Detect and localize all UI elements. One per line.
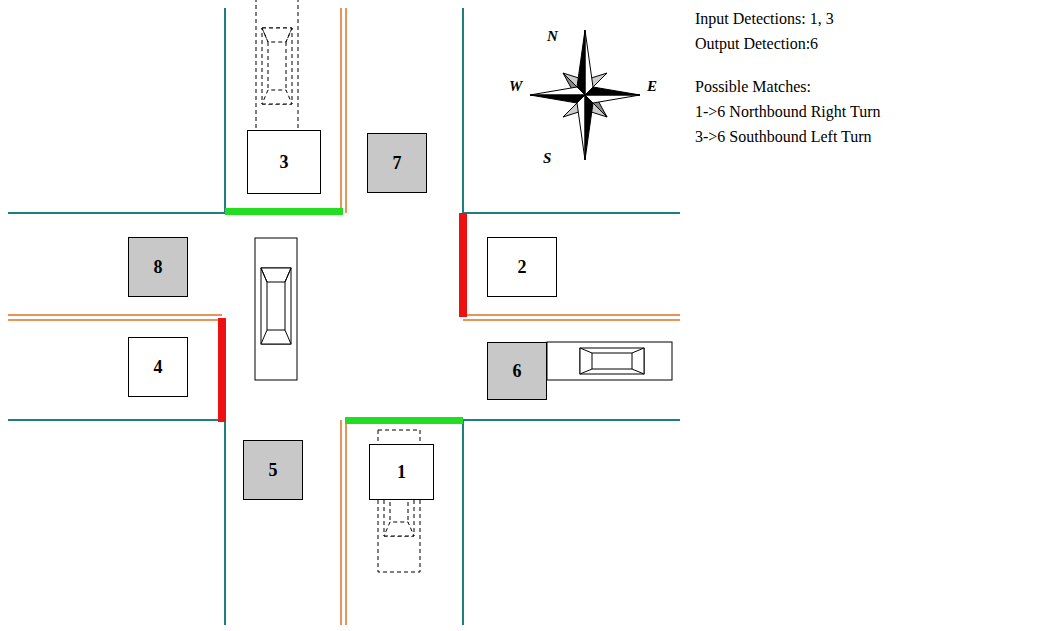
note-text: Input Detections: 1, 3 <box>695 10 834 28</box>
compass-rose <box>530 30 640 160</box>
detector-number: 4 <box>154 357 163 378</box>
detector-box: 2 <box>487 237 557 297</box>
detector-box: 3 <box>247 130 321 194</box>
vehicle <box>255 238 297 380</box>
detector-box: 8 <box>128 237 188 297</box>
road-edge <box>8 8 680 625</box>
compass-letter: E <box>646 78 658 95</box>
red-signal-bar <box>459 213 467 317</box>
detector-box: 4 <box>128 337 188 397</box>
detector-number: 6 <box>513 361 522 382</box>
detector-box: 7 <box>367 133 427 193</box>
detector-box: 1 <box>369 444 434 500</box>
note-text: 1->6 Northbound Right Turn <box>695 103 881 121</box>
compass-letter: S <box>542 150 552 167</box>
green-signal-bar <box>225 208 343 215</box>
detector-number: 2 <box>518 257 527 278</box>
center-line <box>8 8 680 625</box>
vehicle <box>547 342 672 380</box>
note-text: 3->6 Southbound Left Turn <box>695 128 872 146</box>
detector-box: 6 <box>487 342 547 400</box>
note-text: Output Detection:6 <box>695 35 818 53</box>
compass-letter: W <box>508 78 523 95</box>
detector-number: 5 <box>269 460 278 481</box>
detector-number: 1 <box>397 462 406 483</box>
compass-letter: N <box>546 28 559 45</box>
detector-number: 3 <box>280 152 289 173</box>
detector-number: 8 <box>154 257 163 278</box>
green-signal-bar <box>345 417 463 424</box>
note-text: Possible Matches: <box>695 78 811 96</box>
detector-box: 5 <box>243 440 303 500</box>
detector-number: 7 <box>393 153 402 174</box>
red-signal-bar <box>218 318 226 422</box>
